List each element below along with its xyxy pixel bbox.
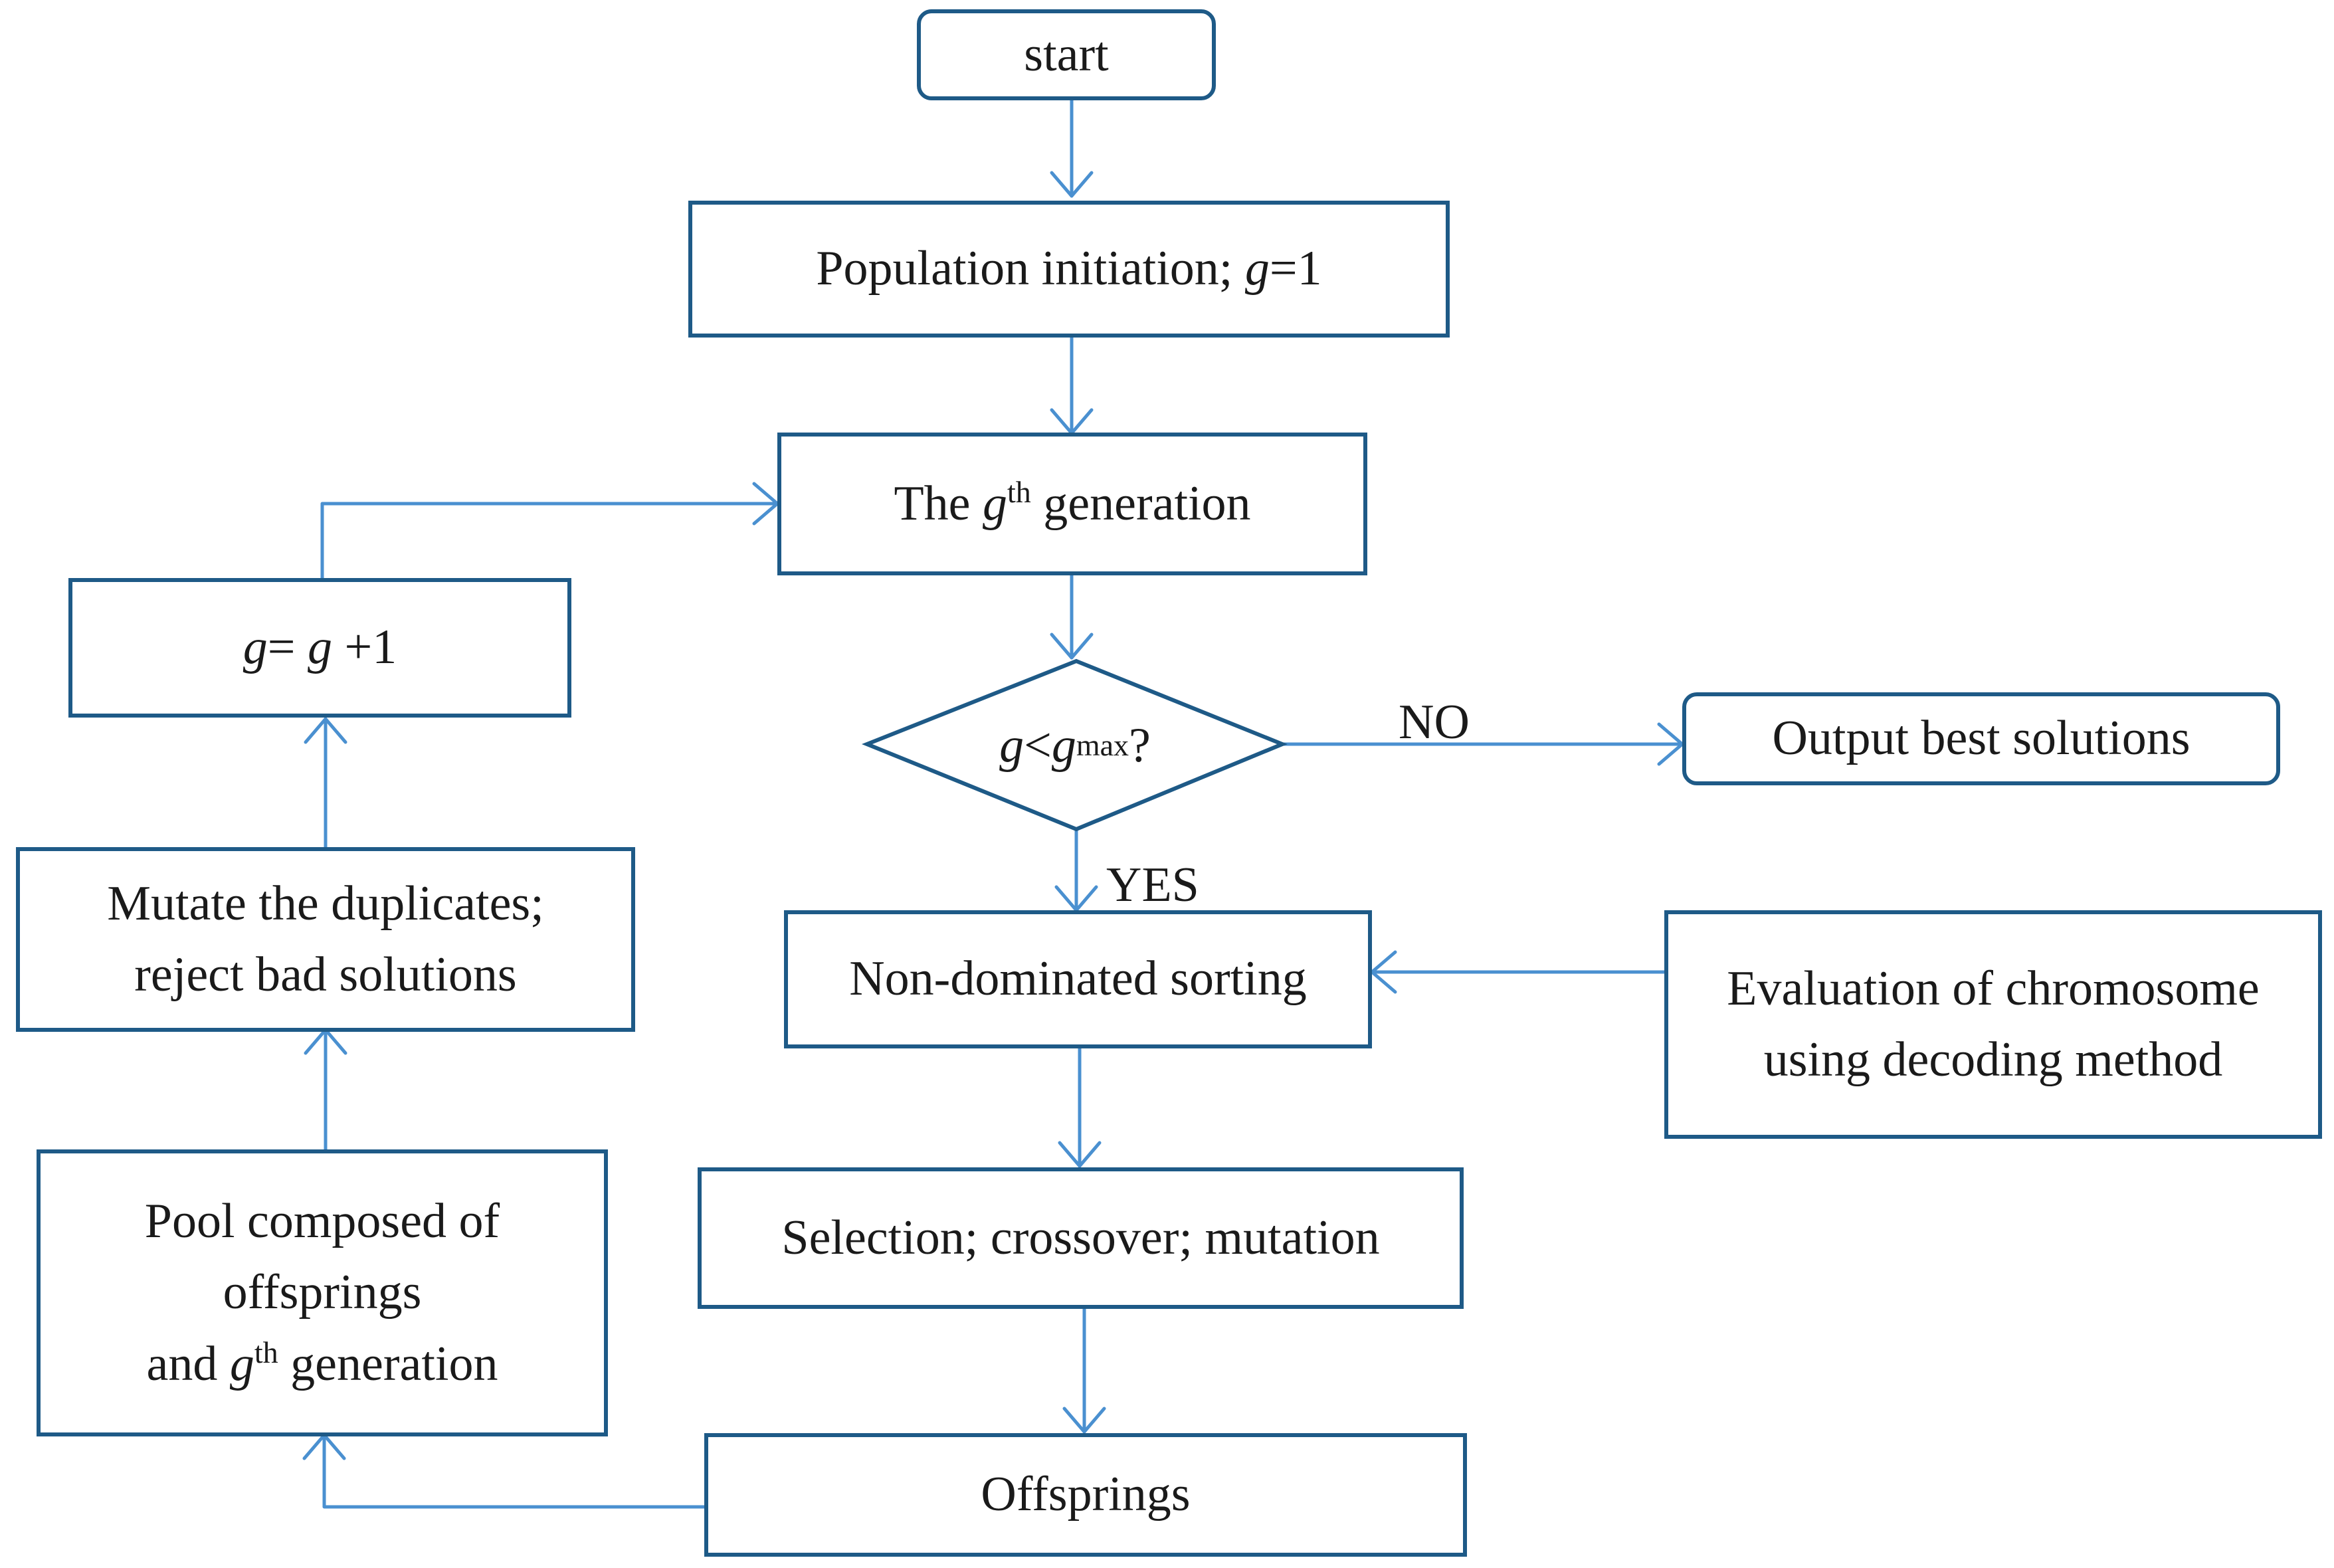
population-initiation-node: Population initiation; g=1 [688, 201, 1450, 338]
pool-label-line-1: Pool composed of [144, 1194, 500, 1249]
arrowhead-generation-to-decision [1050, 633, 1094, 660]
start-label: start [1024, 27, 1109, 82]
arrowhead-selection-to-offsprings [1062, 1407, 1106, 1434]
arrowhead-evaluation-to-sorting [1370, 950, 1397, 994]
arrowhead-start-to-init [1050, 171, 1094, 198]
generation-label: The gth generation [894, 474, 1251, 531]
mutate-label-line-1: Mutate the duplicates; [107, 876, 544, 931]
selection-node: Selection; crossover; mutation [698, 1167, 1464, 1309]
pool-label-line-3: and gth generation [146, 1335, 498, 1391]
arrowhead-sorting-to-selection [1058, 1141, 1102, 1168]
evaluation-label-line-1: Evaluation of chromosome [1727, 961, 2260, 1016]
increment-label: g= g +1 [243, 620, 397, 675]
sorting-node: Non-dominated sorting [784, 910, 1372, 1048]
arrow-offsprings-to-pool [322, 1433, 706, 1509]
population-initiation-label: Population initiation; g=1 [816, 241, 1322, 296]
output-node: Output best solutions [1682, 692, 2280, 785]
increment-node: g= g +1 [68, 578, 571, 718]
yes-label: YES [1106, 858, 1199, 912]
arrow-increment-to-generation [320, 502, 779, 580]
mutate-label-line-2: reject bad solutions [134, 947, 517, 1002]
selection-label: Selection; crossover; mutation [781, 1210, 1380, 1265]
mutate-node: Mutate the duplicates; reject bad soluti… [16, 847, 635, 1032]
output-label: Output best solutions [1772, 711, 2190, 766]
pool-node: Pool composed of offsprings and gth gene… [37, 1149, 608, 1436]
start-node: start [917, 9, 1216, 100]
generation-node: The gth generation [777, 433, 1367, 575]
pool-label-line-2: offsprings [223, 1265, 422, 1320]
offsprings-node: Offsprings [704, 1433, 1467, 1557]
evaluation-label-line-2: using decoding method [1763, 1032, 2223, 1087]
evaluation-node: Evaluation of chromosome using decoding … [1664, 910, 2322, 1139]
sorting-label: Non-dominated sorting [849, 951, 1307, 1007]
no-label: NO [1399, 695, 1470, 749]
offsprings-label: Offsprings [981, 1467, 1191, 1522]
arrowhead-mutate-to-increment [304, 717, 347, 744]
decision-diamond [861, 658, 1288, 832]
